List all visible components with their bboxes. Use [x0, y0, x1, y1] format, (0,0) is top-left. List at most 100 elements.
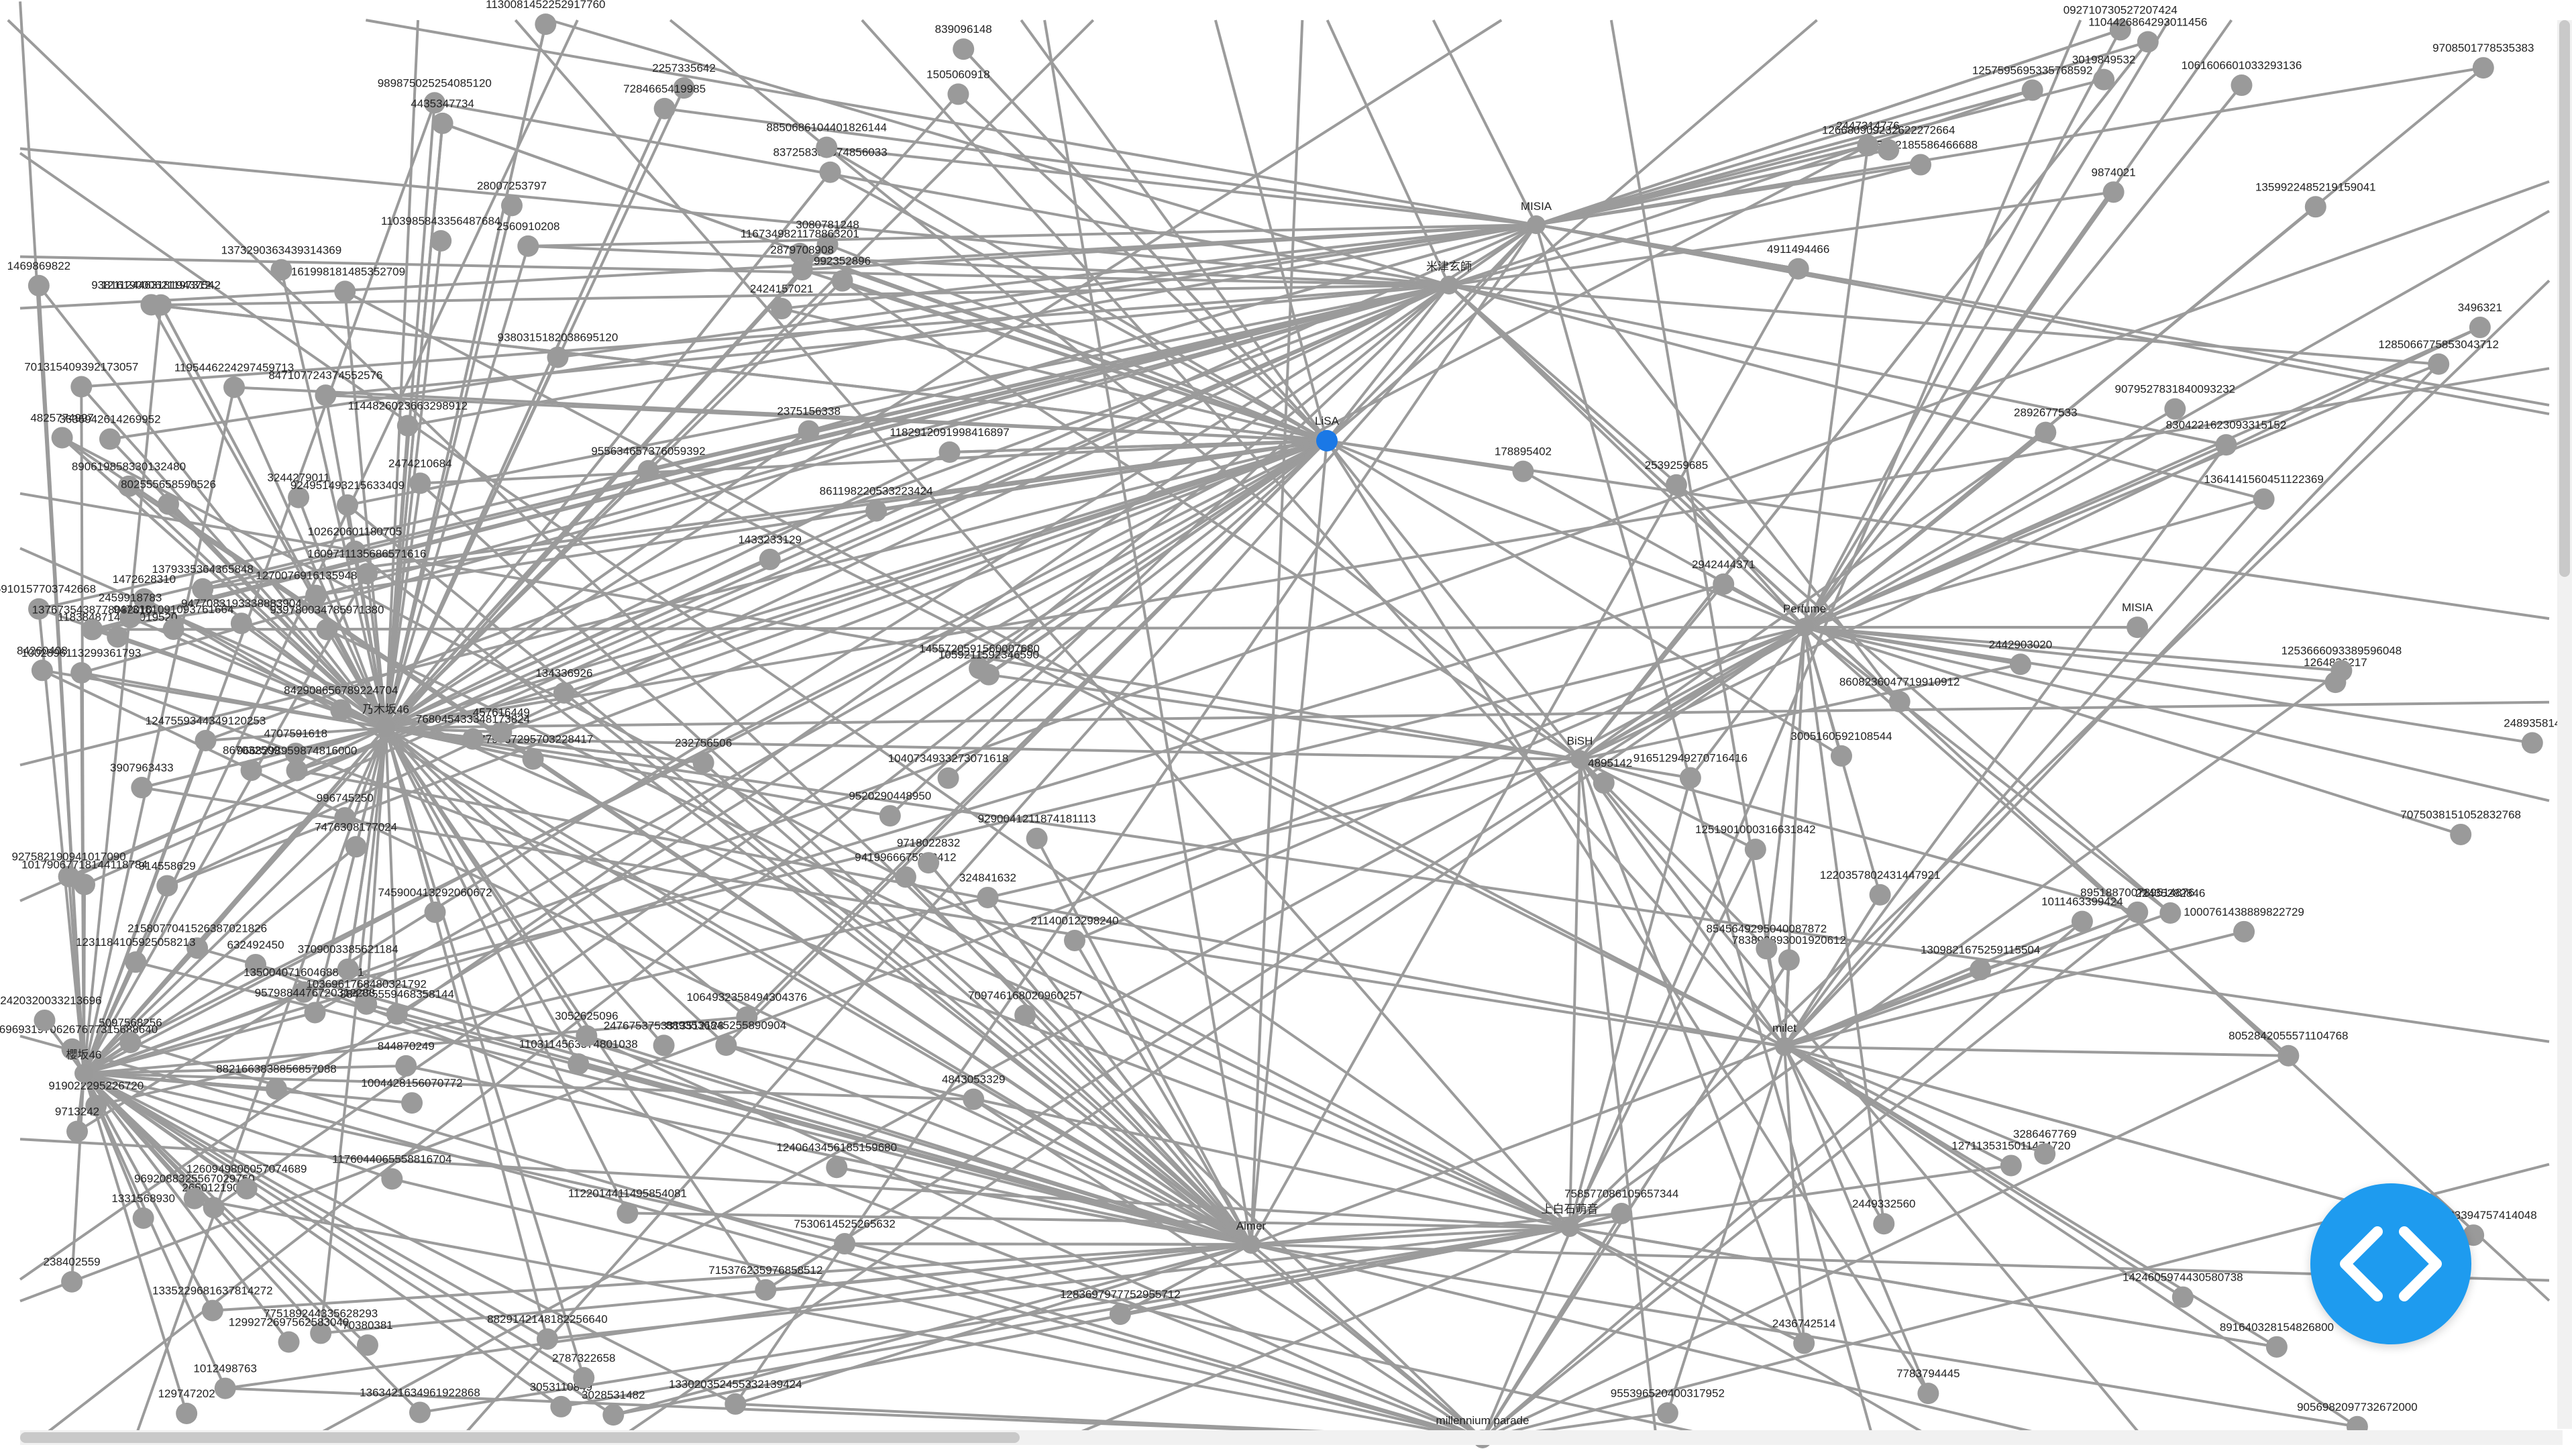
node-circle[interactable]	[576, 1025, 598, 1047]
node-circle[interactable]	[673, 77, 695, 99]
graph-node[interactable]: 1433233129	[738, 533, 802, 570]
node-circle[interactable]	[1440, 276, 1458, 294]
node-circle[interactable]	[2469, 317, 2491, 339]
graph-node[interactable]: 919022295226720	[48, 1079, 144, 1117]
graph-node[interactable]: 715376235976858512	[708, 1264, 822, 1301]
node-circle[interactable]	[759, 548, 781, 570]
graph-node[interactable]: 1260949806057074689	[186, 1163, 307, 1199]
node-circle[interactable]	[66, 1120, 89, 1142]
node-circle[interactable]	[430, 229, 452, 252]
graph-node[interactable]: 1247559344349120253	[146, 714, 266, 751]
graph-node[interactable]: 3052625096	[555, 1010, 619, 1047]
node-circle[interactable]	[61, 1038, 83, 1060]
graph-node[interactable]: 955396520400317952	[1611, 1387, 1725, 1424]
node-circle[interactable]	[330, 699, 352, 721]
graph-node[interactable]: 22435282846	[2135, 887, 2205, 924]
graph-node[interactable]: 1424605974430580738	[2123, 1271, 2243, 1308]
graph-node[interactable]: 972420320033213696	[0, 994, 102, 1031]
graph-node[interactable]: 9473181091093761664	[113, 603, 234, 640]
node-circle[interactable]	[356, 563, 378, 585]
graph-node[interactable]: 2257335642	[652, 62, 716, 99]
node-circle[interactable]	[1970, 959, 1992, 981]
node-circle[interactable]	[568, 1053, 590, 1075]
node-circle[interactable]	[150, 294, 172, 316]
graph-hub-node[interactable]: Aimer	[1236, 1220, 1267, 1254]
node-circle[interactable]	[553, 682, 575, 704]
graph-node[interactable]: 2539259685	[1645, 459, 1709, 496]
graph-node[interactable]: 989875025254085120	[378, 76, 492, 114]
graph-node[interactable]: 7476308177024	[315, 820, 397, 858]
graph-node[interactable]: 775189244335628293	[264, 1307, 378, 1344]
node-circle[interactable]	[831, 270, 853, 292]
graph-node[interactable]: 8052842055571104768	[2229, 1030, 2349, 1067]
graph-node[interactable]: 1240643456185159680	[776, 1141, 897, 1179]
node-circle[interactable]	[637, 460, 659, 482]
node-circle[interactable]	[31, 659, 53, 682]
graph-node[interactable]: 2447314776	[1836, 119, 1900, 157]
graph-node[interactable]: 1469869822	[7, 260, 71, 297]
node-circle[interactable]	[977, 663, 1000, 686]
node-circle[interactable]	[156, 875, 178, 897]
graph-node[interactable]: 8608236047719910912	[1839, 676, 1960, 713]
graph-node[interactable]: MISIA	[2122, 601, 2153, 639]
graph-node[interactable]: 1167349821178863201	[741, 227, 859, 264]
node-circle[interactable]	[1869, 883, 1891, 906]
node-circle[interactable]	[1778, 949, 1800, 971]
graph-node[interactable]: 867032509	[223, 744, 280, 782]
graph-node[interactable]: 9161998181485352709	[284, 265, 405, 303]
node-circle[interactable]	[270, 259, 292, 281]
node-circle[interactable]	[602, 1404, 625, 1426]
graph-node[interactable]: 1000761438889822729	[2184, 906, 2304, 943]
graph-hub-node[interactable]: 上白石萌音	[1542, 1203, 1599, 1237]
node-circle[interactable]	[85, 1095, 107, 1117]
node-circle[interactable]	[816, 136, 838, 158]
node-circle[interactable]	[356, 1334, 378, 1356]
node-circle[interactable]	[1316, 430, 1338, 451]
graph-node[interactable]: 9708501778535383	[2432, 42, 2534, 79]
node-circle[interactable]	[517, 235, 539, 257]
graph-node[interactable]: 9079527831840093232	[2114, 383, 2235, 420]
node-circle[interactable]	[692, 751, 714, 773]
graph-node[interactable]: 9713242	[55, 1106, 99, 1142]
node-circle[interactable]	[963, 1088, 985, 1110]
graph-node[interactable]: 2474210684	[388, 457, 452, 494]
graph-node[interactable]: 2459918783	[99, 592, 162, 629]
node-circle[interactable]	[334, 280, 356, 303]
graph-node[interactable]: 1363421634961922868	[360, 1386, 480, 1424]
node-circle[interactable]	[203, 1197, 225, 1219]
graph-node[interactable]: 4843053329	[942, 1073, 1006, 1110]
node-circle[interactable]	[304, 1002, 326, 1024]
graph-node[interactable]: 9718022832	[897, 837, 961, 874]
graph-node[interactable]: 3636942614269952	[59, 413, 161, 450]
node-circle[interactable]	[1109, 1303, 1131, 1326]
node-circle[interactable]	[1830, 745, 1852, 767]
graph-node[interactable]: 1505060918	[926, 68, 990, 105]
horizontal-scrollbar[interactable]	[20, 1430, 2563, 1445]
graph-node[interactable]: 916512949270716416	[1633, 752, 1748, 789]
node-circle[interactable]	[1713, 573, 1735, 595]
graph-node[interactable]: 632492450	[227, 938, 284, 975]
graph-node[interactable]: 70380381	[342, 1319, 393, 1356]
node-circle[interactable]	[947, 83, 969, 105]
node-circle[interactable]	[736, 1006, 758, 1028]
node-circle[interactable]	[334, 807, 356, 829]
graph-node[interactable]: 768045433348173824	[416, 713, 530, 750]
graph-hub-node[interactable]: 櫻坂46	[66, 1048, 102, 1083]
node-circle[interactable]	[70, 376, 93, 398]
node-circle[interactable]	[653, 97, 676, 119]
graph-node[interactable]: 895188700789514876	[2080, 886, 2194, 923]
graph-node[interactable]: 1379335364365848	[152, 563, 254, 600]
node-circle[interactable]	[81, 619, 103, 641]
node-circle[interactable]	[653, 1034, 675, 1057]
graph-node[interactable]: 248935814	[2504, 716, 2561, 754]
graph-node[interactable]: 84260408	[17, 644, 68, 682]
node-circle[interactable]	[879, 805, 901, 827]
graph-hub-node[interactable]: milet	[1772, 1022, 1796, 1056]
graph-node[interactable]: 126680909232622272664	[1822, 123, 1955, 161]
graph-node[interactable]: 1195446224297459713	[174, 361, 294, 398]
node-circle[interactable]	[1787, 258, 1809, 280]
node-circle[interactable]	[715, 1034, 737, 1056]
node-circle[interactable]	[2428, 353, 2450, 375]
graph-node[interactable]: 955910157703742668	[0, 583, 96, 620]
